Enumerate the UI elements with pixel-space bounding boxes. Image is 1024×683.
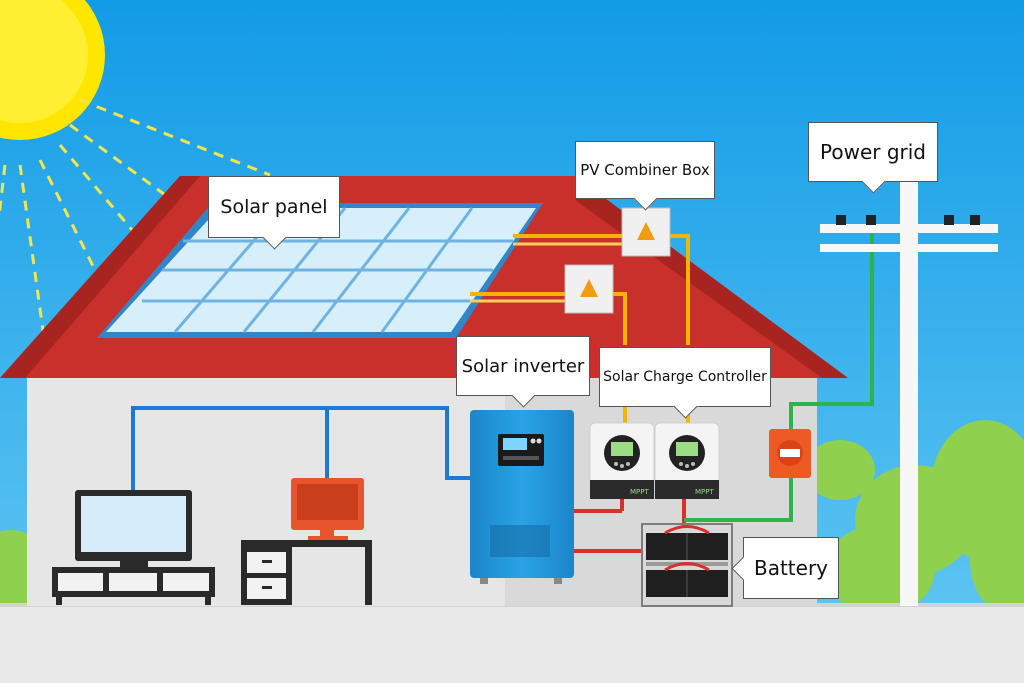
battery-rack [641,523,733,607]
battery-label: Battery [743,537,839,599]
utility-pole [820,160,998,606]
controller-mppt-label: MPPT [695,488,714,496]
combiner-box-upper [621,207,671,257]
combiner-box-lower [564,264,614,314]
solar-inverter [470,410,574,584]
desk [241,540,372,605]
tv-stand [52,567,215,605]
load-wiring [131,406,470,493]
ground [0,605,1024,683]
pv-wiring [470,234,690,423]
computer-monitor [291,478,364,540]
controller-mppt-label: MPPT [630,488,649,496]
charge-controller-left: MPPT [589,422,655,500]
solar-panel-label: Solar panel [208,176,340,238]
pv-combiner-box-label: PV Combiner Box [575,141,715,199]
battery-wiring [574,499,686,553]
power-grid-label: Power grid [808,122,938,182]
charge-controller-right: MPPT [654,422,720,500]
charge-controller-label: Solar Charge Controller [599,347,771,407]
tv [75,490,192,567]
solar-inverter-label: Solar inverter [456,336,590,396]
grid-meter [769,429,811,478]
grid-wiring [684,228,874,522]
sun-icon [0,0,105,140]
